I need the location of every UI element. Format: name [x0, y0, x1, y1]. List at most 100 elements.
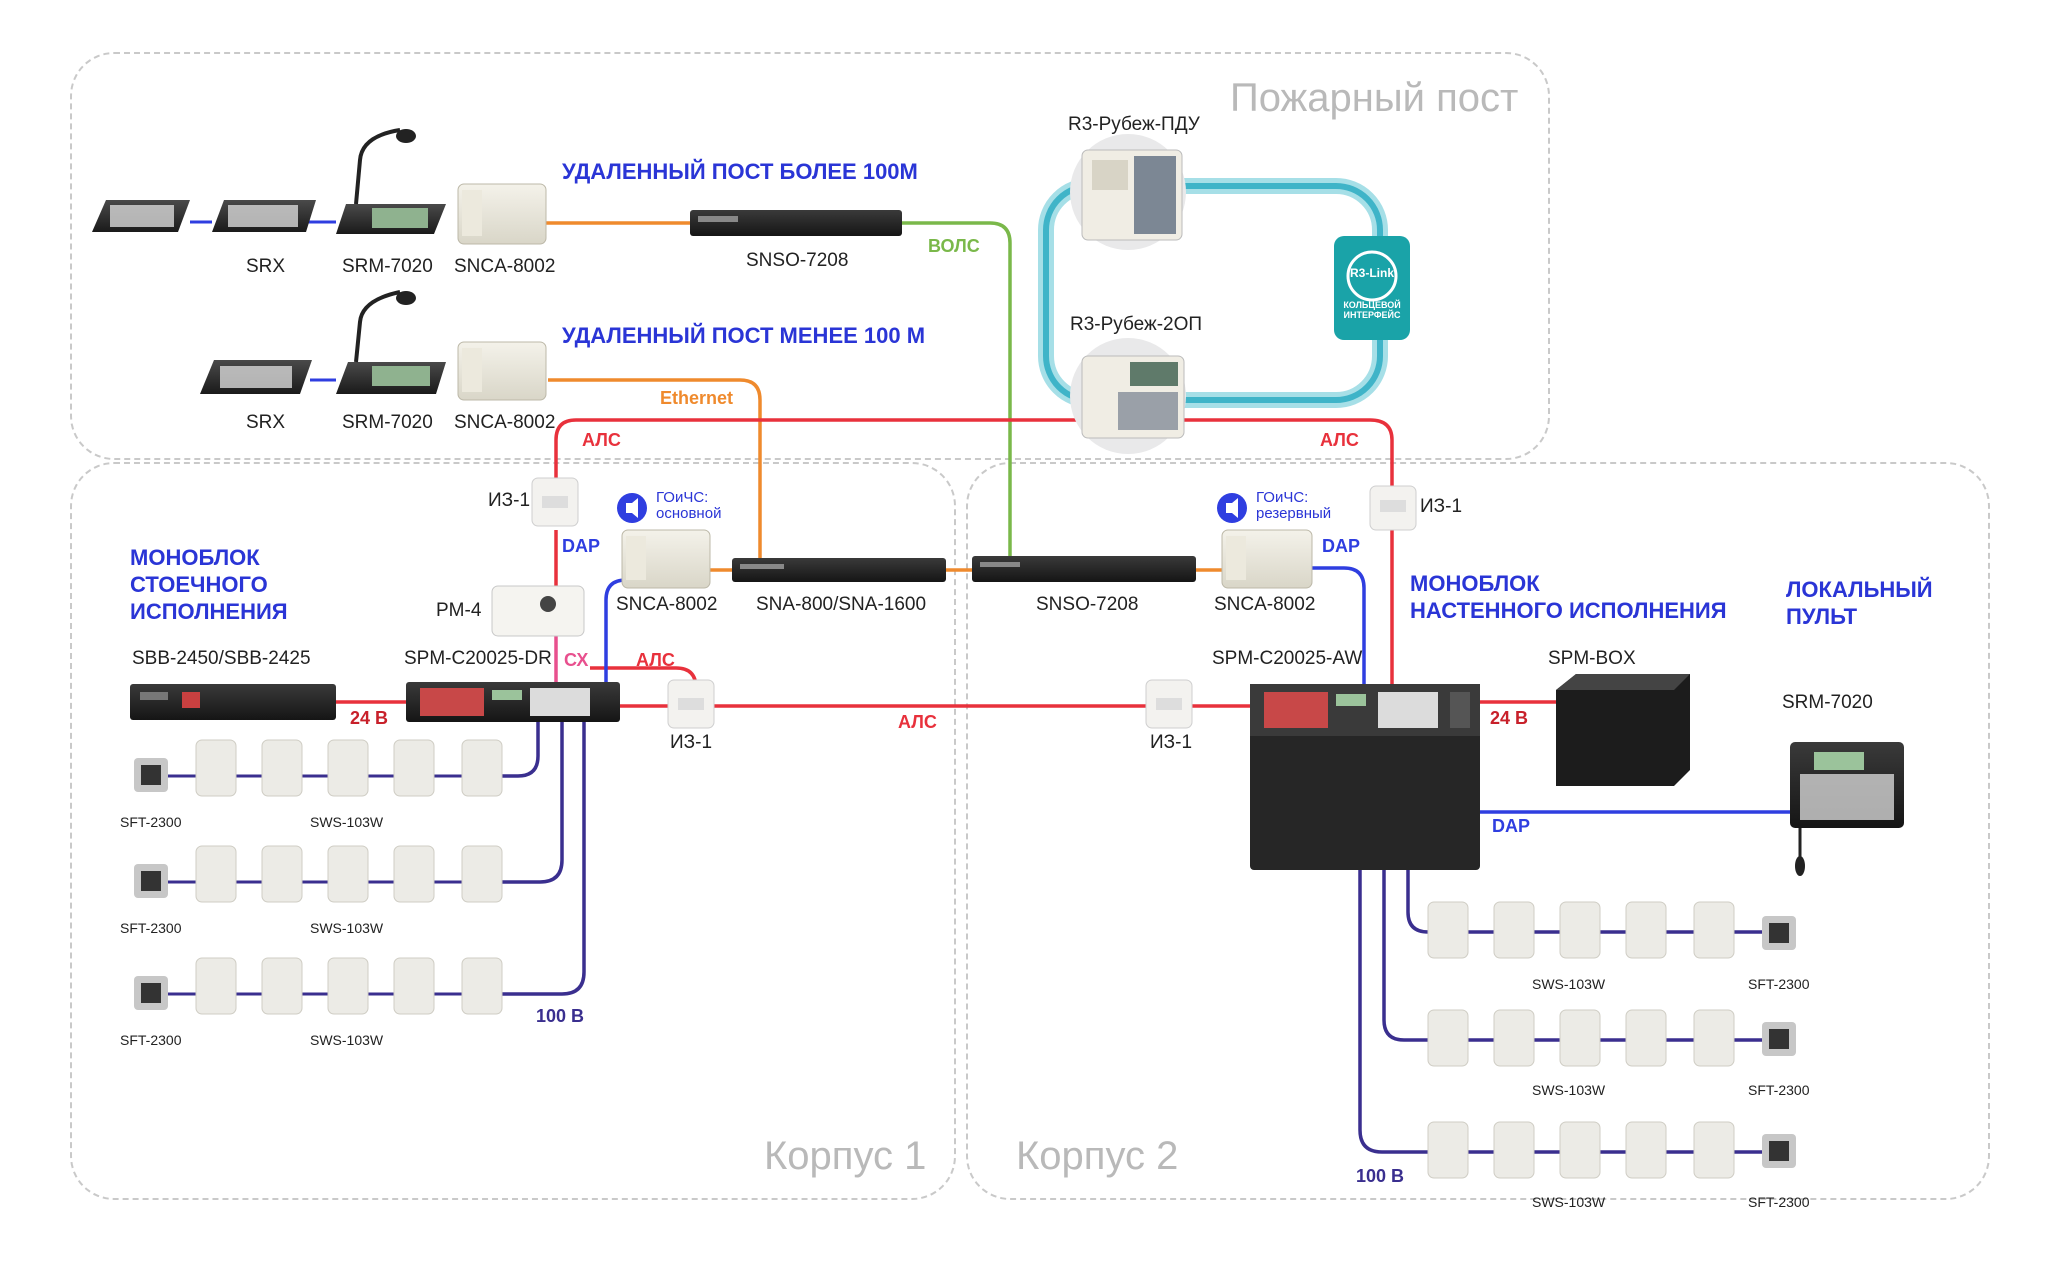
header-rack-line2: СТОЕЧНОГО	[130, 572, 268, 597]
label-sws-r2: SWS-103W	[1532, 1082, 1606, 1098]
right-speakers-row2	[1427, 1009, 1796, 1067]
r3-link-text: R3-Link КОЛЬЦЕВОЙ ИНТЕРФЕЙС	[1334, 266, 1410, 320]
gochs-reserve-line2: резервный	[1256, 505, 1332, 522]
cable-100v-left-1	[488, 722, 540, 778]
header-remote-under-100: УДАЛЕННЫЙ ПОСТ МЕНЕЕ 100 М	[562, 323, 926, 348]
building1-label: Корпус 1	[764, 1134, 927, 1178]
label-iz1-c: ИЗ-1	[1150, 732, 1193, 753]
label-iz1-d: ИЗ-1	[1420, 496, 1463, 517]
r3-link-sub2: ИНТЕРФЕЙС	[1343, 310, 1401, 320]
snca-mid-left	[621, 529, 711, 589]
link-dap-local: DAP	[1492, 816, 1531, 836]
header-rack-monoblock: МОНОБЛОК СТОЕЧНОГО ИСПОЛНЕНИЯ	[130, 544, 288, 625]
label-sft-l1: SFT-2300	[120, 814, 182, 830]
header-local-console: ЛОКАЛЬНЫЙ ПУЛЬТ	[1786, 576, 1933, 630]
gochs-reserve-line1: ГОиЧС:	[1256, 489, 1309, 506]
fire-post-label: Пожарный пост	[1230, 76, 1519, 120]
srm-console-top	[336, 128, 446, 234]
label-srm-1: SRM-7020	[342, 256, 433, 277]
label-pm4: PM-4	[436, 600, 482, 621]
link-cx: СХ	[564, 650, 589, 670]
gochs-main-line2: основной	[656, 505, 722, 522]
srx-console-2	[212, 200, 316, 232]
cable-dap-right	[1312, 566, 1366, 684]
label-sws-r3: SWS-103W	[1532, 1194, 1606, 1210]
srm-local-console	[1790, 742, 1904, 876]
link-100v-right: 100 В	[1356, 1166, 1405, 1186]
link-als-left: АЛС	[582, 430, 621, 450]
cable-ethernet	[548, 378, 762, 570]
right-speakers-row1	[1427, 901, 1796, 959]
label-iz1-b: ИЗ-1	[670, 732, 713, 753]
label-sbb: SBB-2450/SBB-2425	[132, 648, 311, 669]
link-24v-right: 24 В	[1490, 708, 1529, 728]
left-speakers-row1	[134, 739, 503, 797]
srm-console-2	[336, 290, 446, 394]
label-spm-dr: SPM-C20025-DR	[404, 648, 552, 669]
link-24v-left: 24 В	[350, 708, 389, 728]
label-sft-r2: SFT-2300	[1748, 1082, 1810, 1098]
label-srm-local: SRM-7020	[1782, 692, 1873, 713]
label-spm-box: SPM-BOX	[1548, 648, 1636, 669]
link-ethernet: Ethernet	[660, 388, 734, 408]
r3-2op-device	[1070, 338, 1186, 454]
srx-console-3	[200, 360, 312, 394]
label-sft-l3: SFT-2300	[120, 1032, 182, 1048]
label-snca-3: SNCA-8002	[616, 594, 718, 615]
label-iz1-a: ИЗ-1	[488, 490, 531, 511]
snca-mid-right	[1221, 529, 1313, 589]
label-spm-aw: SPM-C20025-AW	[1212, 648, 1363, 669]
building2-zone	[966, 462, 1990, 1200]
header-wall-line2: НАСТЕННОГО ИСПОЛНЕНИЯ	[1410, 598, 1727, 623]
snso-top-unit	[690, 210, 902, 236]
right-speakers-row3	[1427, 1121, 1796, 1179]
fire-post-zone	[70, 52, 1550, 460]
cable-100v-left-3	[488, 722, 586, 996]
header-wall-line1: МОНОБЛОК	[1410, 571, 1540, 596]
cable-als-top	[554, 418, 1394, 486]
spm-aw-cabinet	[1250, 684, 1480, 870]
label-sws-l2: SWS-103W	[310, 920, 384, 936]
r3-link-sub1: КОЛЬЦЕВОЙ	[1343, 300, 1401, 310]
label-srm-2: SRM-7020	[342, 412, 433, 433]
sbb-rack-unit	[130, 684, 336, 720]
header-remote-over-100: УДАЛЕННЫЙ ПОСТ БОЛЕЕ 100М	[562, 159, 918, 184]
header-rack-line1: МОНОБЛОК	[130, 545, 260, 570]
snca-top	[457, 183, 547, 245]
pm4-device	[491, 585, 585, 637]
link-dap-right: DAP	[1322, 536, 1361, 556]
label-gochs-reserve: ГОиЧС: резервный	[1256, 490, 1331, 522]
label-snca-2: SNCA-8002	[454, 412, 556, 433]
building1-zone	[70, 462, 956, 1200]
srx-console-1	[92, 200, 190, 232]
label-r3-2op: R3-Рубеж-2ОП	[1070, 314, 1203, 335]
link-als-right: АЛС	[1320, 430, 1359, 450]
label-snca-4: SNCA-8002	[1214, 594, 1316, 615]
cable-100v-left-2	[488, 722, 564, 884]
label-gochs-main: ГОиЧС: основной	[656, 490, 721, 522]
label-sws-l1: SWS-103W	[310, 814, 384, 830]
cable-100v-right-2	[1382, 870, 1780, 1042]
header-local-line2: ПУЛЬТ	[1786, 604, 1858, 629]
cable-vols	[902, 221, 1012, 570]
snso-mid-unit	[972, 556, 1196, 582]
label-r3-pdu: R3-Рубеж-ПДУ	[1068, 114, 1200, 135]
iz1-device-a	[531, 477, 579, 527]
snca-row2	[457, 341, 547, 401]
link-vols: ВОЛС	[928, 236, 980, 256]
label-snca-1: SNCA-8002	[454, 256, 556, 277]
header-wall-monoblock: МОНОБЛОК НАСТЕННОГО ИСПОЛНЕНИЯ	[1410, 570, 1727, 624]
gochs-main-line1: ГОиЧС:	[656, 489, 709, 506]
header-rack-line3: ИСПОЛНЕНИЯ	[130, 599, 288, 624]
sna-unit	[732, 558, 946, 582]
label-sft-l2: SFT-2300	[120, 920, 182, 936]
label-snso-mid: SNSO-7208	[1036, 594, 1139, 615]
left-speakers-row2	[134, 845, 503, 903]
label-sws-r1: SWS-103W	[1532, 976, 1606, 992]
cable-100v-right-3	[1358, 870, 1780, 1154]
r3-pdu-device	[1070, 134, 1186, 250]
link-als-mid: АЛС	[898, 712, 937, 732]
spm-dr-rack	[406, 682, 620, 722]
